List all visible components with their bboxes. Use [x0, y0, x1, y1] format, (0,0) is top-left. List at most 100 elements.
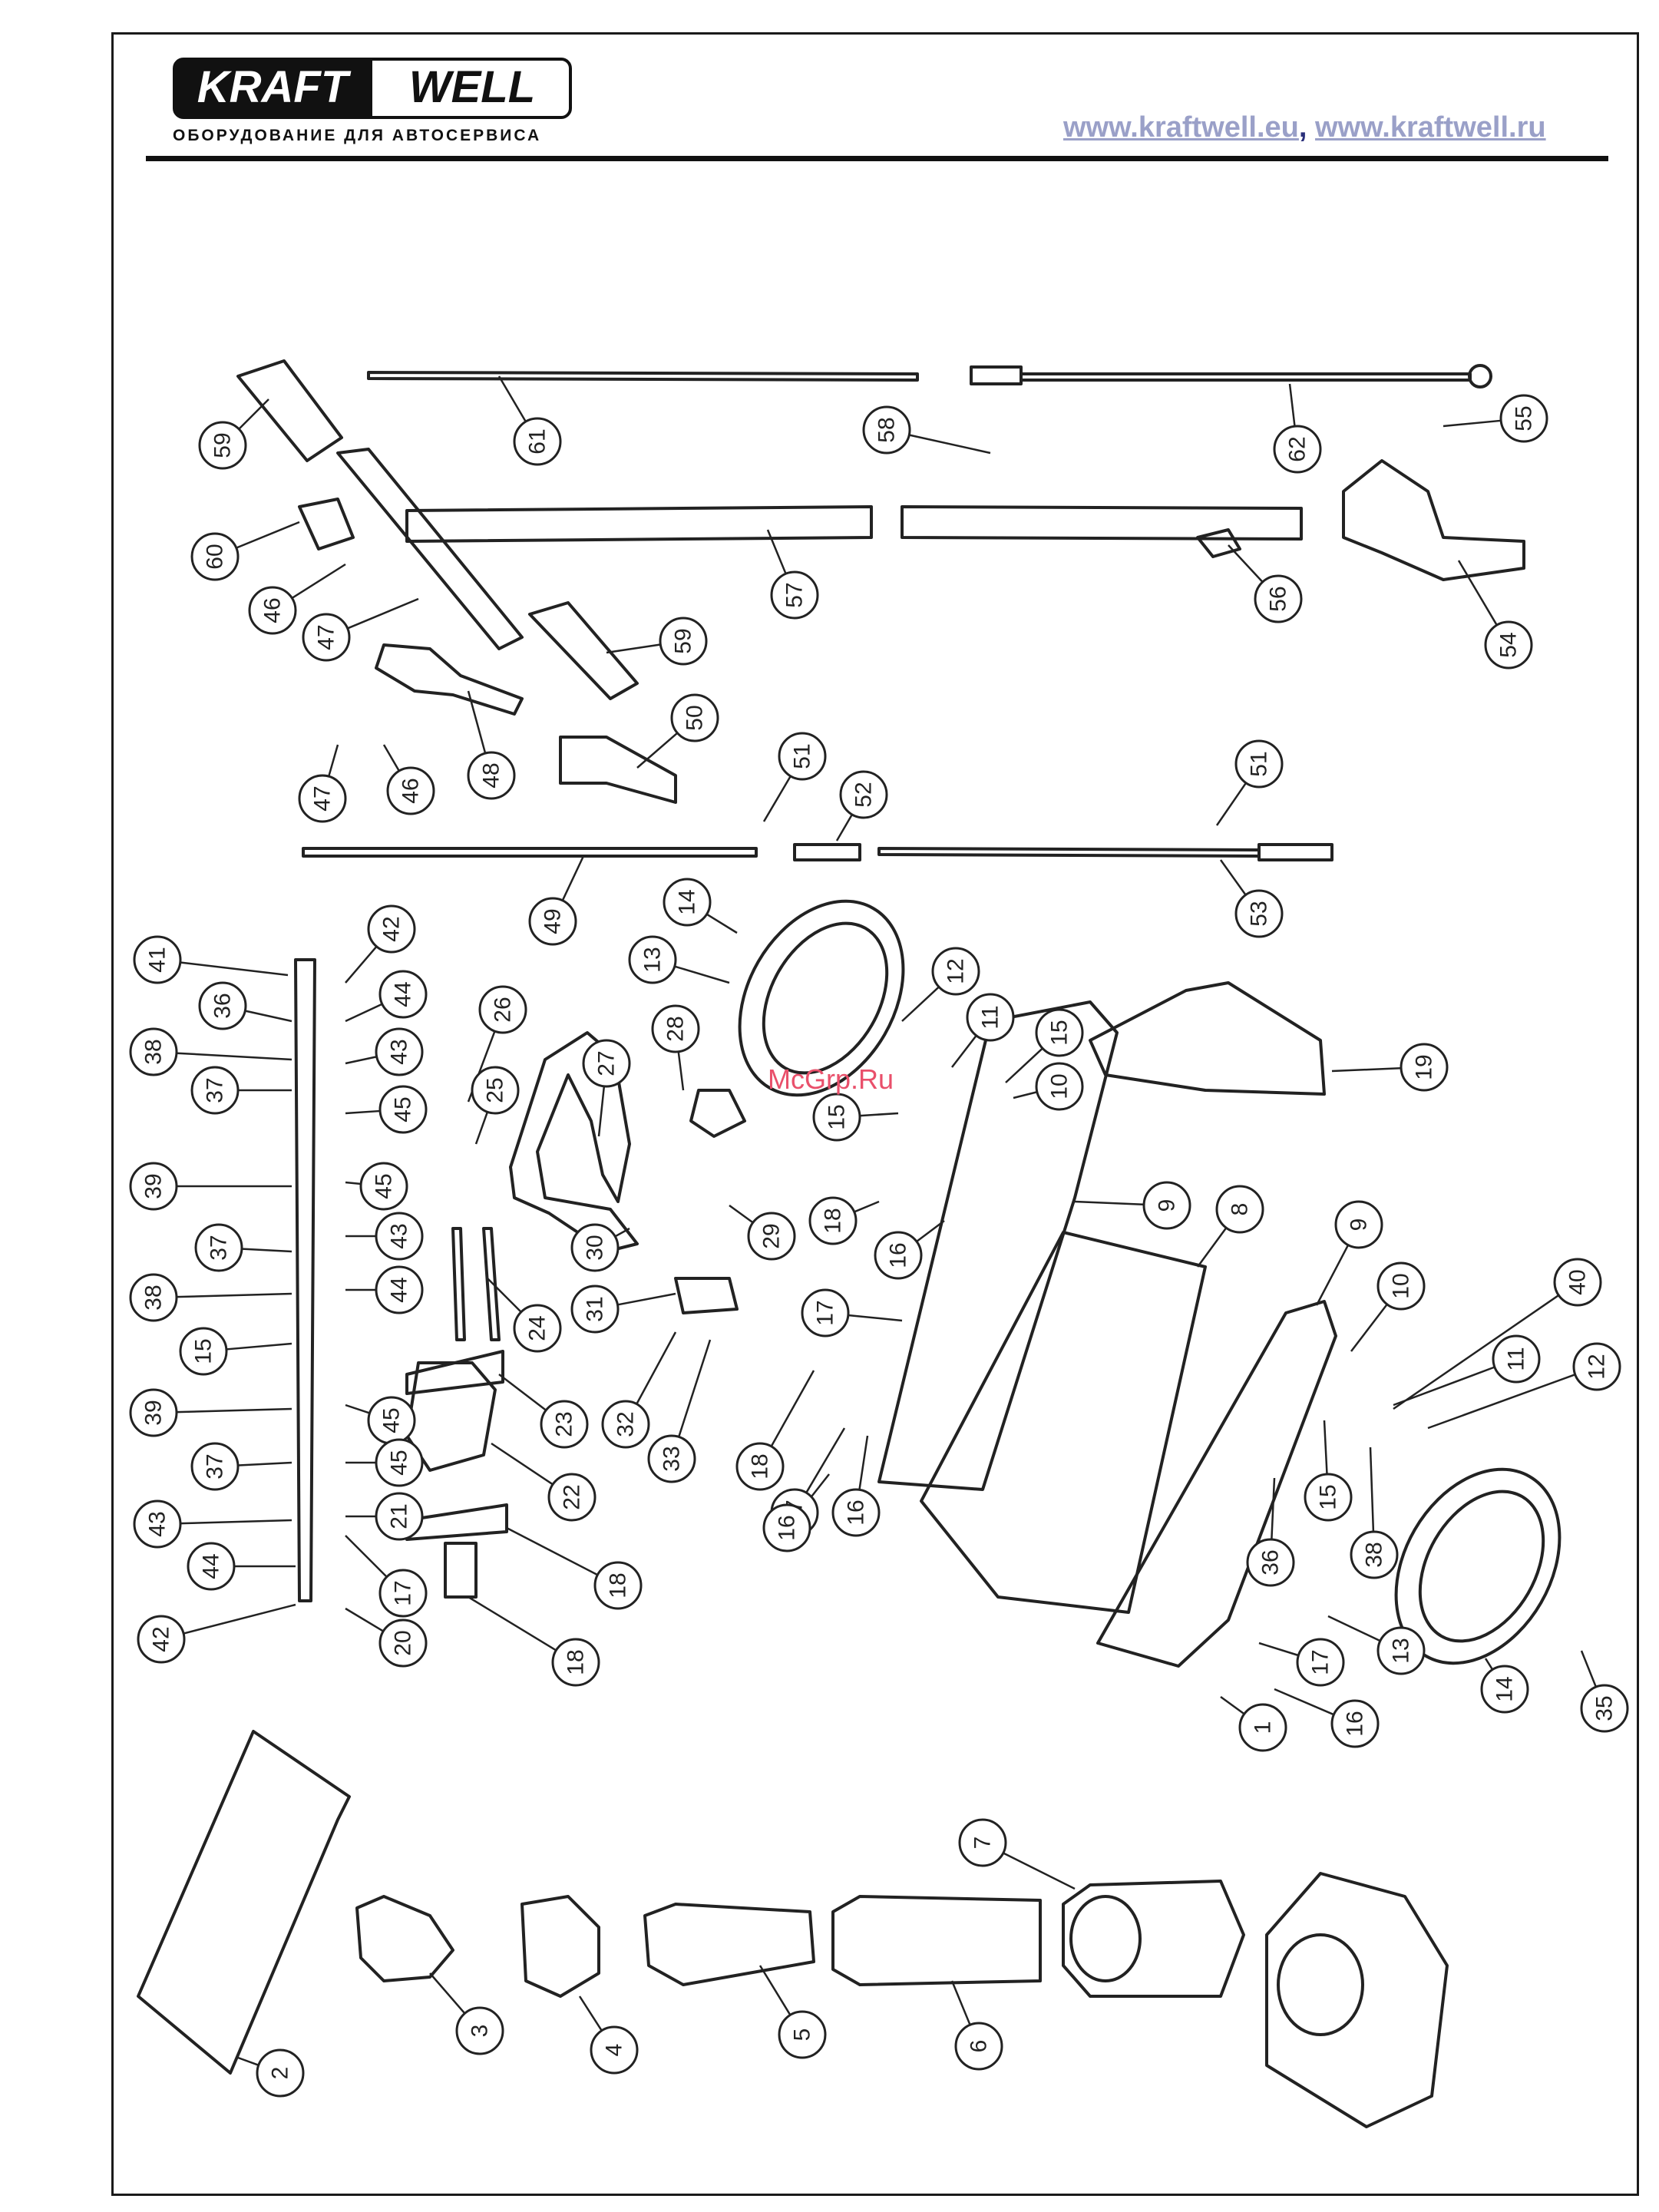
part-label-number: 12 [944, 958, 969, 984]
leader-line-9 [1074, 1200, 1144, 1205]
leader-line-12 [1427, 1374, 1575, 1430]
part-label-balloon [954, 2022, 1003, 2071]
part-label-number: 30 [583, 1235, 608, 1260]
part-label-number: 15 [1316, 1484, 1341, 1509]
part-label-balloon [1273, 425, 1322, 474]
part-label-51: 51 [1234, 739, 1284, 789]
part-label-balloon [375, 1027, 424, 1076]
brand-right: WELL [409, 62, 535, 112]
part-label-number: 1 [1251, 1721, 1276, 1734]
leader-line-50 [636, 732, 678, 769]
leader-line-11 [951, 1035, 977, 1068]
part-label-46: 46 [386, 766, 435, 815]
part-label-balloon [190, 532, 240, 581]
part-label-number: 45 [387, 1450, 412, 1475]
leader-line-5 [758, 1965, 791, 2015]
part-label-balloon [659, 617, 708, 666]
part-label-number: 11 [1504, 1347, 1529, 1371]
leader-line-29 [729, 1204, 753, 1223]
part-label-number: 42 [379, 916, 405, 941]
part-rod-61 [367, 371, 919, 382]
part-label-number: 16 [886, 1242, 911, 1268]
part-tube-57 [405, 505, 873, 543]
part-label-balloon [1499, 394, 1548, 443]
website-link-eu[interactable]: www.kraftwell.eu [1063, 111, 1299, 144]
part-label-number: 9 [1155, 1199, 1180, 1212]
part-fork-48 [375, 643, 524, 716]
part-label-20: 20 [378, 1618, 428, 1668]
part-label-53: 53 [1234, 889, 1284, 938]
part-label-balloon [513, 417, 562, 466]
part-label-17: 17 [801, 1288, 850, 1337]
part-label-balloon [1376, 1626, 1426, 1675]
part-label-balloon [651, 1004, 700, 1053]
part-label-balloon [129, 1162, 178, 1211]
part-label-43: 43 [375, 1212, 424, 1261]
part-label-balloon [547, 1473, 597, 1522]
leader-line-1 [1220, 1695, 1244, 1714]
part-label-balloon [359, 1162, 408, 1211]
part-label-number: 29 [759, 1223, 785, 1248]
part-label-number: 51 [1247, 751, 1272, 776]
part-label-42: 42 [367, 904, 416, 954]
part-label-number: 60 [203, 544, 228, 569]
part-label-number: 33 [659, 1446, 685, 1471]
leader-line-39 [177, 1407, 292, 1413]
part-label-number: 53 [1247, 901, 1272, 926]
part-label-balloon [256, 2048, 305, 2098]
leader-line-43 [345, 1056, 376, 1065]
leader-line-10 [1013, 1091, 1037, 1099]
part-label-number: 46 [260, 597, 286, 623]
part-label-number: 24 [525, 1315, 550, 1341]
part-label-balloon [839, 770, 888, 819]
part-label-balloon [663, 878, 712, 927]
part-label-18: 18 [735, 1442, 785, 1491]
part-label-number: 21 [387, 1503, 412, 1529]
leader-line-17 [345, 1535, 387, 1577]
leader-line-52 [835, 815, 853, 841]
part-label-balloon [1400, 1043, 1449, 1092]
leader-line-36 [245, 1010, 292, 1023]
part-label-3: 3 [455, 2006, 504, 2055]
part-label-12: 12 [1572, 1342, 1621, 1391]
leader-line-18 [854, 1200, 880, 1213]
part-label-43: 43 [375, 1027, 424, 1076]
leader-line-16 [858, 1435, 869, 1490]
part-label-44: 44 [375, 1265, 424, 1314]
leader-lines [177, 375, 1597, 2066]
part-rod-62 [970, 365, 1472, 385]
part-label-number: 14 [1492, 1676, 1518, 1701]
part-label-15: 15 [1304, 1473, 1353, 1522]
part-wheel-13-upper-rim [762, 921, 889, 1075]
leader-line-40 [1393, 1294, 1559, 1410]
logo-mark: KRAFT WELL [173, 58, 572, 119]
kraftwell-logo: KRAFT WELL ОБОРУДОВАНИЕ ДЛЯ АВТОСЕРВИСА [173, 58, 580, 150]
part-label-balloon [1350, 1530, 1399, 1579]
part-label-balloon [628, 935, 677, 984]
part-label-36: 36 [198, 981, 247, 1030]
website-link-ru[interactable]: www.kraftwell.ru [1315, 111, 1546, 144]
leader-line-12 [901, 987, 940, 1022]
part-label-number: 18 [748, 1453, 773, 1479]
part-label-balloon [1246, 1538, 1295, 1587]
leader-line-55 [1443, 419, 1501, 428]
part-label-number: 10 [1389, 1273, 1414, 1298]
part-flange-23 [405, 1350, 504, 1395]
part-label-balloon [582, 1039, 631, 1088]
part-label-balloon [375, 1492, 424, 1541]
part-label-number: 20 [391, 1630, 416, 1655]
part-plate-9-right [1096, 1300, 1337, 1668]
part-label-19: 19 [1400, 1043, 1449, 1092]
part-label-number: 59 [210, 432, 236, 458]
part-label-number: 6 [967, 2040, 992, 2053]
leader-line-7 [1003, 1852, 1076, 1890]
part-label-number: 45 [372, 1173, 397, 1199]
part-label-number: 7 [970, 1837, 996, 1850]
part-tube-27 [509, 1031, 639, 1253]
leader-line-59 [606, 643, 660, 654]
leader-line-16 [1274, 1688, 1333, 1715]
part-label-number: 37 [207, 1235, 232, 1260]
part-label-balloon [378, 970, 428, 1019]
part-label-number: 36 [1258, 1549, 1284, 1575]
part-label-balloon [378, 1085, 428, 1134]
